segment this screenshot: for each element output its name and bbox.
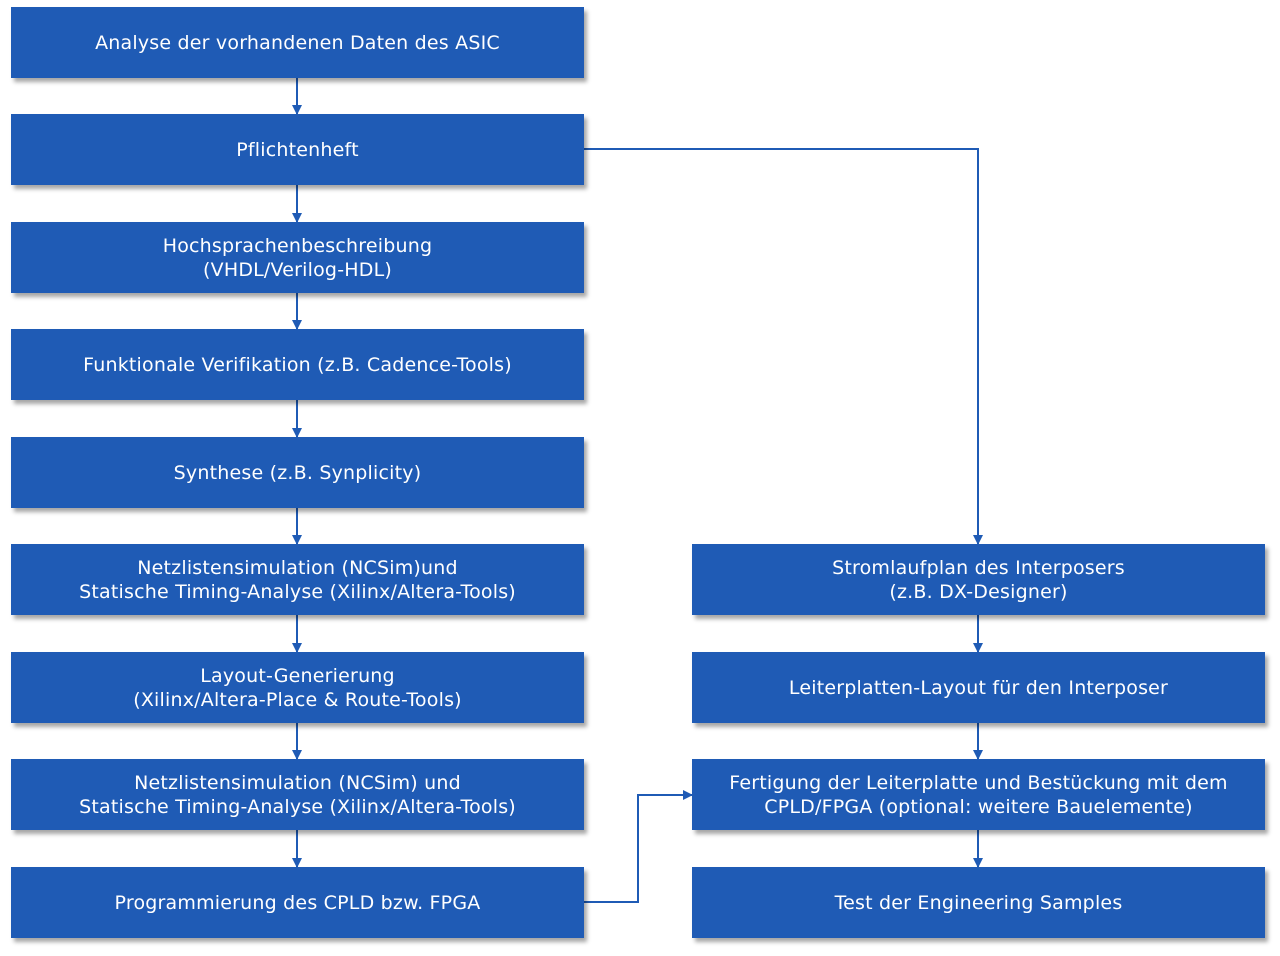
step-layout-generation: Layout-Generierung (Xilinx/Altera-Place … [11,652,584,723]
step-line: (z.B. DX-Designer) [889,580,1068,603]
step-synthesis: Synthese (z.B. Synplicity) [11,437,584,508]
step-functional-verification: Funktionale Verifikation (z.B. Cadence-T… [11,329,584,400]
step-netlist-simulation-2: Netzlistensimulation (NCSim) und Statisc… [11,759,584,830]
step-line: Netzlistensimulation (NCSim)und [137,556,458,579]
step-line: (VHDL/Verilog-HDL) [203,258,392,281]
step-line: Statische Timing-Analyse (Xilinx/Altera-… [79,795,516,818]
step-line: Stromlaufplan des Interposers [832,556,1125,579]
step-line: Funktionale Verifikation (z.B. Cadence-T… [83,353,512,376]
step-specification: Pflichtenheft [11,114,584,185]
step-programming: Programmierung des CPLD bzw. FPGA [11,867,584,938]
step-engineering-samples-test: Test der Engineering Samples [692,867,1265,938]
flow-arrow-programming-to-manufacturing [584,790,693,903]
step-line: Leiterplatten-Layout für den Interposer [788,676,1169,699]
step-line: Fertigung der Leiterplatte und Bestückun… [729,771,1228,794]
step-line: Test der Engineering Samples [834,891,1123,914]
step-netlist-simulation-1: Netzlistensimulation (NCSim)und Statisch… [11,544,584,615]
step-line: Statische Timing-Analyse (Xilinx/Altera-… [79,580,516,603]
step-interposer-schematic: Stromlaufplan des Interposers (z.B. DX-D… [692,544,1265,615]
step-line: Layout-Generierung [200,664,395,687]
step-line: Programmierung des CPLD bzw. FPGA [114,891,481,914]
step-line: (Xilinx/Altera-Place & Route-Tools) [133,688,462,711]
step-line: Analyse der vorhandenen Daten des ASIC [95,31,500,54]
step-hdl-description: Hochsprachenbeschreibung (VHDL/Verilog-H… [11,222,584,293]
step-pcb-manufacturing: Fertigung der Leiterplatte und Bestückun… [692,759,1265,830]
step-line: Synthese (z.B. Synplicity) [173,461,422,484]
step-line: Hochsprachenbeschreibung [162,234,433,257]
step-line: Netzlistensimulation (NCSim) und [134,771,461,794]
step-line: Pflichtenheft [236,138,359,161]
step-asic-analysis: Analyse der vorhandenen Daten des ASIC [11,7,584,78]
flow-arrow-spec-to-schematic [584,148,983,545]
step-pcb-layout: Leiterplatten-Layout für den Interposer [692,652,1265,723]
step-line: CPLD/FPGA (optional: weitere Bauelemente… [764,795,1193,818]
